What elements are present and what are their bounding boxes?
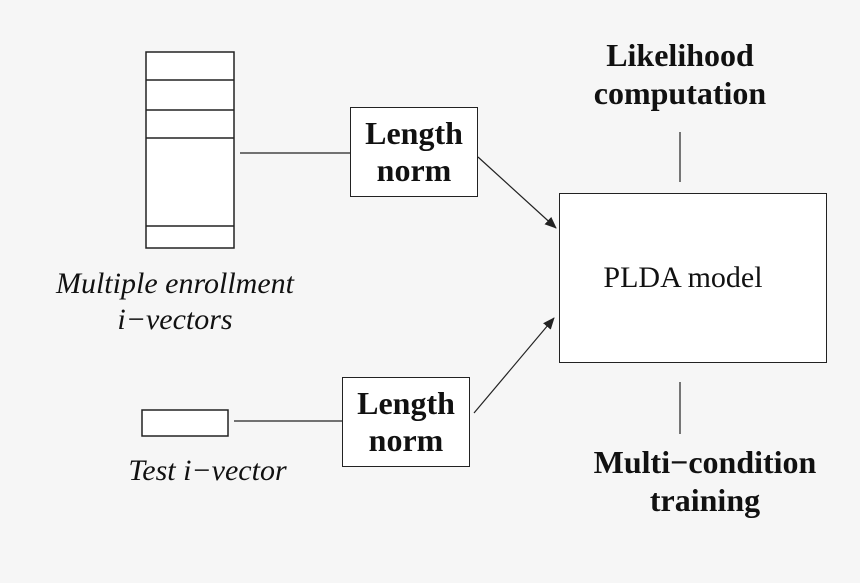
likelihood-line1: Likelihood bbox=[606, 37, 754, 73]
top-norm-to-plda-arrow bbox=[477, 156, 557, 229]
bottom-norm-to-plda-arrow bbox=[473, 317, 555, 414]
enrollment-caption-line1: Multiple enrollment bbox=[55, 267, 294, 300]
enrollment-caption-line2: i−vectors bbox=[117, 303, 233, 336]
test-caption-text: Test i−vector bbox=[128, 454, 287, 487]
test-ivector-caption: Test i−vector bbox=[100, 453, 315, 489]
likelihood-computation-label: Likelihood computation bbox=[580, 36, 780, 113]
enrollment-ivector-stack bbox=[145, 51, 235, 249]
test-ivector-box bbox=[141, 409, 229, 437]
length-norm-top-line1: Length bbox=[365, 115, 463, 151]
likelihood-line2: computation bbox=[593, 75, 767, 112]
length-norm-bottom-box: Length norm bbox=[342, 377, 470, 467]
multi-condition-training-label: Multi−condition training bbox=[570, 443, 840, 520]
length-norm-top-line2: norm bbox=[376, 152, 452, 188]
length-norm-bottom-line1: Length bbox=[357, 385, 455, 421]
multi-condition-line2: training bbox=[649, 482, 761, 519]
multi-condition-line1: Multi−condition bbox=[593, 444, 817, 480]
plda-model-box: PLDA model bbox=[559, 193, 827, 363]
length-norm-top-box: Length norm bbox=[350, 107, 478, 197]
enrollment-caption: Multiple enrollment i−vectors bbox=[20, 266, 330, 338]
length-norm-bottom-line2: norm bbox=[368, 422, 444, 458]
plda-model-label: PLDA model bbox=[603, 261, 763, 294]
